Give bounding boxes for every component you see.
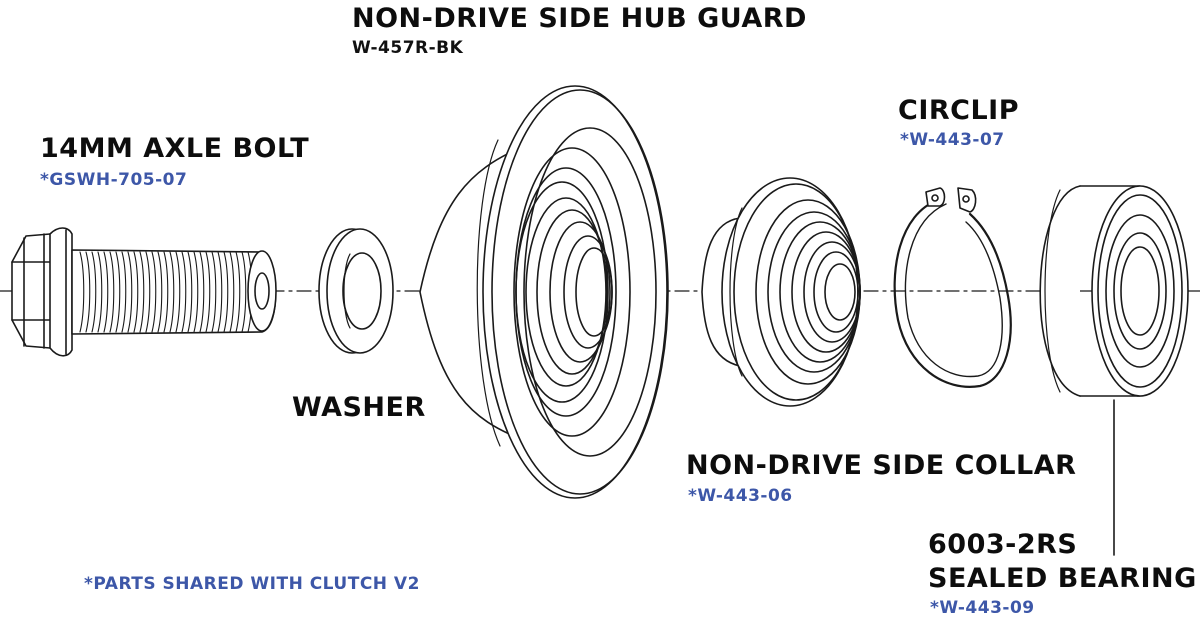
bolt-thread — [98, 252, 102, 332]
bolt-thread — [152, 252, 156, 332]
bolt-thread — [122, 252, 126, 332]
bolt-thread — [212, 252, 216, 332]
bearing-part-number: *W-443-09 — [930, 598, 1035, 618]
bolt-thread — [188, 252, 192, 332]
axle-bolt-part-number: *GSWH-705-07 — [40, 170, 188, 190]
collar-part-number: *W-443-06 — [688, 486, 793, 506]
bolt-thread — [80, 252, 84, 332]
bolt-thread — [176, 252, 180, 332]
bolt-thread — [230, 252, 234, 332]
bolt-thread — [242, 252, 246, 332]
axle-bolt — [12, 228, 276, 356]
hub-guard-title: NON-DRIVE SIDE HUB GUARD — [352, 3, 807, 34]
bolt-thread — [236, 252, 240, 332]
bolt-thread — [134, 252, 138, 332]
bolt-thread — [200, 252, 204, 332]
bolt-thread — [170, 252, 174, 332]
bolt-thread — [218, 252, 222, 332]
bolt-thread — [206, 252, 210, 332]
circlip — [895, 188, 1011, 387]
washer — [319, 229, 393, 353]
hub-guard — [420, 86, 668, 498]
bolt-thread — [224, 252, 228, 332]
sealed-bearing — [1040, 186, 1188, 396]
hub-guard-part-number: W-457R-BK — [352, 38, 464, 58]
bolt-thread — [116, 252, 120, 332]
bolt-thread — [146, 252, 150, 332]
bolt-thread — [182, 252, 186, 332]
bolt-thread — [158, 252, 162, 332]
bolt-thread — [140, 252, 144, 332]
bolt-thread — [92, 252, 96, 332]
bearing-title-line2: SEALED BEARING — [928, 563, 1197, 594]
shared-parts-footnote: *PARTS SHARED WITH CLUTCH V2 — [84, 574, 420, 594]
bolt-thread — [110, 252, 114, 332]
bolt-thread — [164, 252, 168, 332]
circlip-part-number: *W-443-07 — [900, 130, 1005, 150]
bolt-thread — [194, 252, 198, 332]
bolt-thread — [128, 252, 132, 332]
circlip-title: CIRCLIP — [898, 95, 1020, 126]
bearing-title-line1: 6003-2RS — [928, 529, 1078, 560]
washer-title: WASHER — [292, 392, 426, 423]
collar — [702, 178, 860, 406]
axle-bolt-title: 14MM AXLE BOLT — [40, 133, 310, 164]
bolt-thread — [86, 252, 90, 332]
bolt-thread — [104, 252, 108, 332]
collar-title: NON-DRIVE SIDE COLLAR — [686, 450, 1077, 481]
